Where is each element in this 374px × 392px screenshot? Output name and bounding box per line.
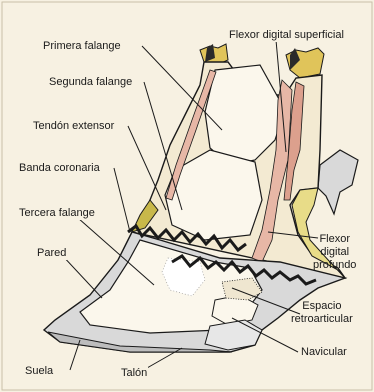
- label-flexor-digital-superficial: Flexor digital superficial: [228, 29, 345, 42]
- label-navicular: Navicular: [300, 346, 348, 359]
- ergot: [318, 150, 358, 214]
- label-segunda-falange: Segunda falange: [48, 76, 133, 89]
- label-espacio-line1: Espacio: [291, 300, 353, 313]
- label-flexor-digital-profundo: Flexor digital profundo: [312, 233, 357, 272]
- label-flexor-profundo-line2: digital: [313, 246, 356, 259]
- leader-banda-coronaria: [114, 168, 130, 232]
- label-tercera-falange: Tercera falange: [18, 207, 96, 220]
- label-tendon-extensor: Tendón extensor: [32, 120, 115, 133]
- label-flexor-profundo-line3: profundo: [313, 259, 356, 272]
- label-espacio-retroarticular: Espacio retroarticular: [290, 300, 354, 326]
- label-banda-coronaria: Banda coronaria: [18, 162, 101, 175]
- label-pared: Pared: [36, 247, 67, 260]
- label-suela: Suela: [24, 365, 54, 378]
- label-talon: Talón: [120, 367, 148, 380]
- label-flexor-profundo-line1: Flexor: [313, 233, 356, 246]
- label-primera-falange: Primera falange: [42, 40, 122, 53]
- label-espacio-line2: retroarticular: [291, 313, 353, 326]
